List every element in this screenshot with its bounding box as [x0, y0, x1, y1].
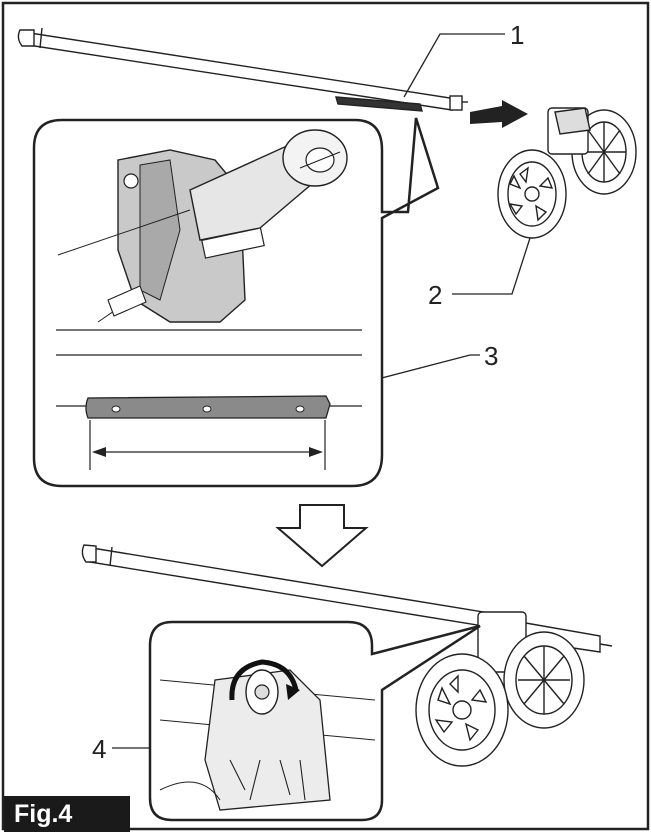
figure-label: Fig.4 — [4, 796, 130, 832]
step-arrow-down — [275, 504, 369, 568]
wheel-set-bottom — [415, 611, 585, 767]
insert-arrow — [470, 100, 528, 128]
detail-box-upper — [32, 117, 440, 488]
shaft-top — [17, 27, 468, 112]
callout-3: 3 — [484, 341, 498, 371]
callout-4: 4 — [92, 734, 106, 764]
callout-2: 2 — [428, 280, 442, 310]
detail-box-lower — [148, 620, 481, 822]
callout-1: 1 — [510, 20, 524, 50]
wheel-set-top — [497, 107, 637, 239]
